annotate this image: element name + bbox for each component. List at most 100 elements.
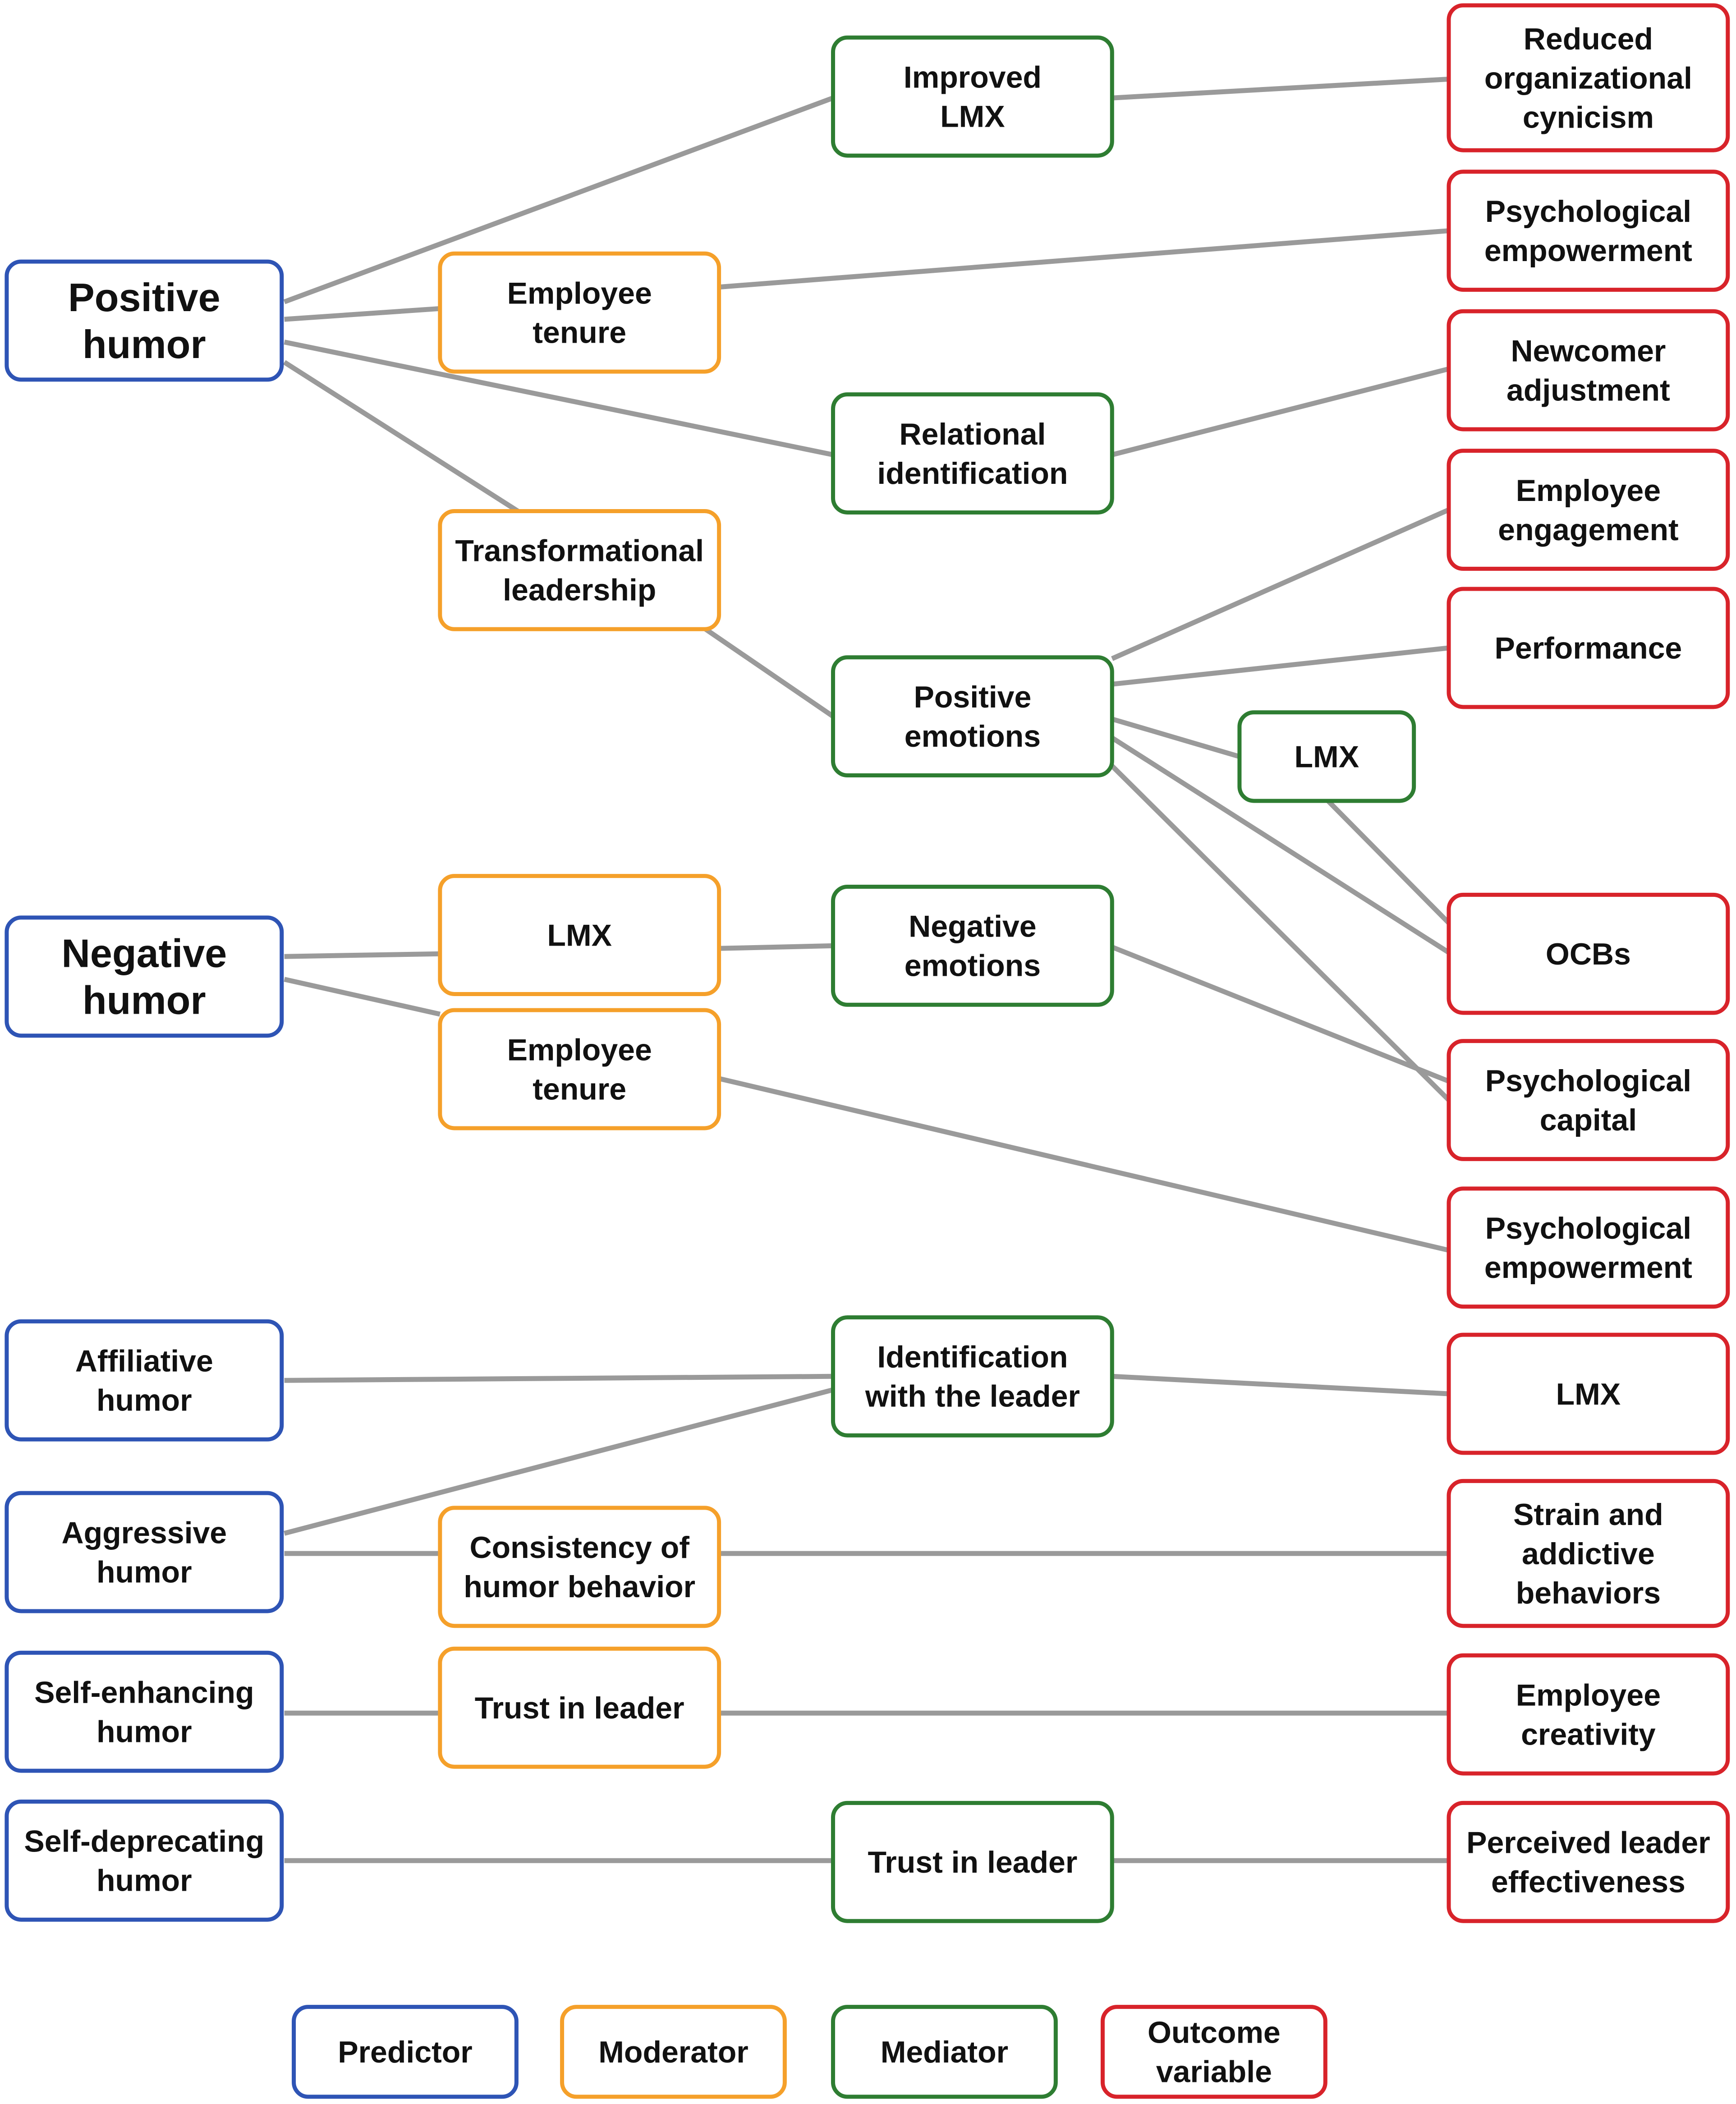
label-psychological-empowerment-1-line-2: empowerment <box>1484 234 1692 268</box>
label-lmx-mediator-line-1: LMX <box>1295 740 1359 774</box>
label-lmx-moderator-line-1: LMX <box>547 918 612 952</box>
box-ocbs <box>1447 892 1730 1015</box>
label-relational-identification-line-1: Relational <box>899 417 1046 451</box>
node-lmx-moderator: LMX <box>438 874 721 996</box>
box-identification-with-the-leader <box>831 1315 1114 1438</box>
box-legend-mediator <box>831 2005 1058 2099</box>
box-employee-engagement <box>1447 449 1730 571</box>
label-aggressive-humor-line-2: humor <box>96 1555 192 1589</box>
label-newcomer-adjustment-line-1: Newcomer <box>1511 334 1666 368</box>
node-ocbs: OCBs <box>1447 892 1730 1015</box>
node-trust-in-leader-moderator: Trust in leader <box>438 1646 721 1769</box>
box-improved-lmx <box>831 35 1114 158</box>
edge-positive-humor-to-employee-tenure-1 <box>284 306 441 322</box>
label-strain-and-addictive-behaviors-line-3: behaviors <box>1516 1576 1661 1610</box>
label-strain-and-addictive-behaviors-line-1: Strain and <box>1513 1498 1663 1532</box>
label-employee-engagement-line-2: engagement <box>1498 513 1679 547</box>
label-negative-emotions-line-1: Negative <box>909 910 1036 944</box>
label-negative-emotions-line-2: emotions <box>905 949 1041 983</box>
node-legend-moderator: Moderator <box>560 2005 787 2099</box>
edge-positive-emotions-to-performance <box>1111 645 1449 687</box>
label-employee-tenure-2-line-1: Employee <box>507 1033 652 1067</box>
label-performance-line-1: Performance <box>1495 631 1682 666</box>
label-aggressive-humor-line-1: Aggressive <box>61 1516 227 1550</box>
label-transformational-leadership-line-2: leadership <box>503 573 656 607</box>
edge-employee-tenure-2-to-psychological-empowerment-2 <box>718 1076 1450 1253</box>
node-psychological-capital: Psychological capital <box>1447 1039 1730 1161</box>
edge-positive-humor-to-transformational-leadership <box>283 360 519 514</box>
node-negative-emotions: Negative emotions <box>831 884 1114 1007</box>
node-transformational-leadership: Transformational leadership <box>438 509 721 631</box>
label-reduced-organizational-cynicism-line-1: Reduced <box>1524 22 1653 56</box>
node-legend-mediator: Mediator <box>831 2005 1058 2099</box>
label-psychological-empowerment-1-line-1: Psychological <box>1485 194 1691 229</box>
edge-positive-humor-to-improved-lmx <box>283 96 834 304</box>
edge-relational-identification-to-newcomer-adjustment <box>1111 366 1450 457</box>
label-affiliative-humor-line-1: Affiliative <box>75 1344 213 1378</box>
edge-employee-tenure-1-to-psychological-empowerment-1 <box>719 228 1449 290</box>
label-affiliative-humor-line-2: humor <box>96 1383 192 1418</box>
node-lmx-mediator: LMX <box>1237 710 1416 803</box>
label-legend-outcome-line-1: Outcome <box>1148 2016 1281 2050</box>
edge-identification-with-the-leader-to-lmx-outcome <box>1112 1374 1449 1397</box>
node-performance: Performance <box>1447 587 1730 709</box>
label-strain-and-addictive-behaviors-line-2: addictive <box>1522 1537 1655 1571</box>
label-legend-moderator-line-1: Moderator <box>598 2035 748 2069</box>
box-psychological-empowerment-1 <box>1447 170 1730 292</box>
box-negative-emotions <box>831 884 1114 1007</box>
box-psychological-capital <box>1447 1039 1730 1161</box>
edge-negative-humor-to-lmx-moderator <box>284 951 440 959</box>
label-transformational-leadership-line-1: Transformational <box>455 534 704 568</box>
node-newcomer-adjustment: Newcomer adjustment <box>1447 309 1730 432</box>
box-self-enhancing-humor <box>5 1650 284 1773</box>
box-negative-humor <box>5 915 284 1038</box>
box-self-deprecating-humor <box>5 1799 284 1922</box>
edge-lmx-moderator-to-negative-emotions <box>719 943 833 951</box>
label-identification-with-the-leader-line-2: with the leader <box>865 1379 1080 1414</box>
label-self-enhancing-humor-line-2: humor <box>96 1714 192 1749</box>
node-aggressive-humor: Aggressive humor <box>5 1491 284 1613</box>
label-trust-in-leader-mediator-line-1: Trust in leader <box>868 1845 1077 1879</box>
label-psychological-capital-line-2: capital <box>1540 1103 1637 1137</box>
node-legend-outcome: Outcome variable <box>1100 2005 1327 2099</box>
label-psychological-empowerment-2-line-2: empowerment <box>1484 1250 1692 1285</box>
box-relational-identification <box>831 392 1114 515</box>
label-positive-humor-line-1: Positive <box>68 275 220 320</box>
edge-lmx-mediator-to-ocbs <box>1326 799 1451 925</box>
edge-positive-humor-to-relational-identification <box>284 340 834 457</box>
edge-negative-humor-to-employee-tenure-2 <box>284 977 441 1017</box>
box-employee-creativity <box>1447 1653 1730 1776</box>
label-consistency-of-humor-behavior-line-2: humor behavior <box>464 1570 695 1604</box>
box-psychological-empowerment-2 <box>1447 1186 1730 1309</box>
box-trust-in-leader-moderator <box>438 1646 721 1769</box>
box-employee-tenure-1 <box>438 251 721 374</box>
box-lmx-outcome <box>1447 1332 1730 1455</box>
label-ocbs-line-1: OCBs <box>1546 937 1631 971</box>
label-legend-outcome-line-2: variable <box>1156 2055 1272 2089</box>
label-improved-lmx-line-1: Improved <box>904 60 1042 95</box>
label-positive-emotions-line-1: Positive <box>914 680 1032 714</box>
edge-positive-emotions-to-ocbs <box>1111 735 1450 955</box>
node-legend-predictor: Predictor <box>292 2005 519 2099</box>
node-trust-in-leader-mediator: Trust in leader <box>831 1801 1114 1923</box>
label-psychological-capital-line-1: Psychological <box>1485 1064 1691 1098</box>
edge-positive-emotions-to-psychological-capital <box>1110 764 1451 1102</box>
variable-boxes: PositivehumorNegativehumorAffiliativehum… <box>5 3 1730 1923</box>
box-strain-and-addictive-behaviors <box>1447 1479 1730 1628</box>
label-legend-mediator-line-1: Mediator <box>881 2035 1008 2069</box>
box-legend-moderator <box>560 2005 787 2099</box>
label-employee-creativity-line-1: Employee <box>1516 1678 1661 1712</box>
node-lmx-outcome: LMX <box>1447 1332 1730 1455</box>
label-consistency-of-humor-behavior-line-1: Consistency of <box>469 1530 689 1565</box>
label-newcomer-adjustment-line-2: adjustment <box>1506 373 1670 407</box>
box-transformational-leadership <box>438 509 721 631</box>
